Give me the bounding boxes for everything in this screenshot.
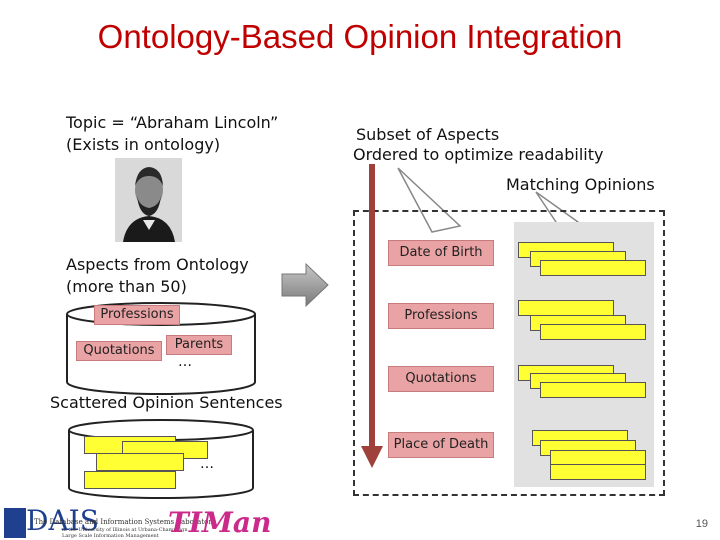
matching-opinion-box: [540, 382, 646, 398]
cylinder-aspect-parents: Parents: [166, 335, 232, 355]
ordered-aspect-place-of-death: Place of Death: [388, 432, 494, 458]
lincoln-portrait-image: [115, 158, 182, 242]
matching-opinions-label: Matching Opinions: [506, 175, 655, 194]
subset-line-1: Subset of Aspects: [356, 125, 500, 144]
dais-logo: DAIS: [26, 504, 99, 537]
daislab-sub-1: at the University of Illinois at Urbana-…: [62, 527, 188, 533]
scattered-opinions-label: Scattered Opinion Sentences: [50, 393, 283, 412]
cylinder-aspect-professions: Professions: [94, 305, 180, 325]
topic-line-1: Topic = “Abraham Lincoln”: [66, 113, 279, 132]
aspects-from-ontology-line-2: (more than 50): [66, 277, 187, 296]
daislab-name: The Database and Information Systems Lab…: [34, 518, 216, 526]
aspects-from-ontology-line-1: Aspects from Ontology: [66, 255, 249, 274]
matching-opinion-box: [540, 324, 646, 340]
ordered-aspect-date-of-birth: Date of Birth: [388, 240, 494, 266]
daislab-sub-2: Large Scale Information Management: [62, 533, 159, 539]
ordered-aspect-professions: Professions: [388, 303, 494, 329]
matching-opinion-box: [550, 464, 646, 480]
right-arrow-icon: [281, 262, 329, 308]
subset-line-2: Ordered to optimize readability: [353, 145, 604, 164]
cylinder-aspect-quotations: Quotations: [76, 341, 162, 361]
page-number: 19: [695, 518, 708, 530]
scattered-ellipsis: …: [200, 456, 214, 472]
timan-logo: TIMan: [168, 506, 272, 539]
opinion-sentence-box: [84, 471, 176, 489]
opinion-sentence-box: [96, 453, 184, 471]
slide-title: Ontology-Based Opinion Integration: [97, 18, 623, 55]
order-down-arrow: [361, 164, 383, 468]
ordered-aspect-quotations: Quotations: [388, 366, 494, 392]
integrated-summary-frame: [353, 210, 665, 496]
cylinder-ellipsis: …: [178, 354, 192, 370]
illinois-logo-icon: [4, 508, 26, 538]
topic-line-2: (Exists in ontology): [66, 135, 221, 154]
matching-opinion-box: [540, 260, 646, 276]
matching-opinion-box: [518, 300, 614, 316]
